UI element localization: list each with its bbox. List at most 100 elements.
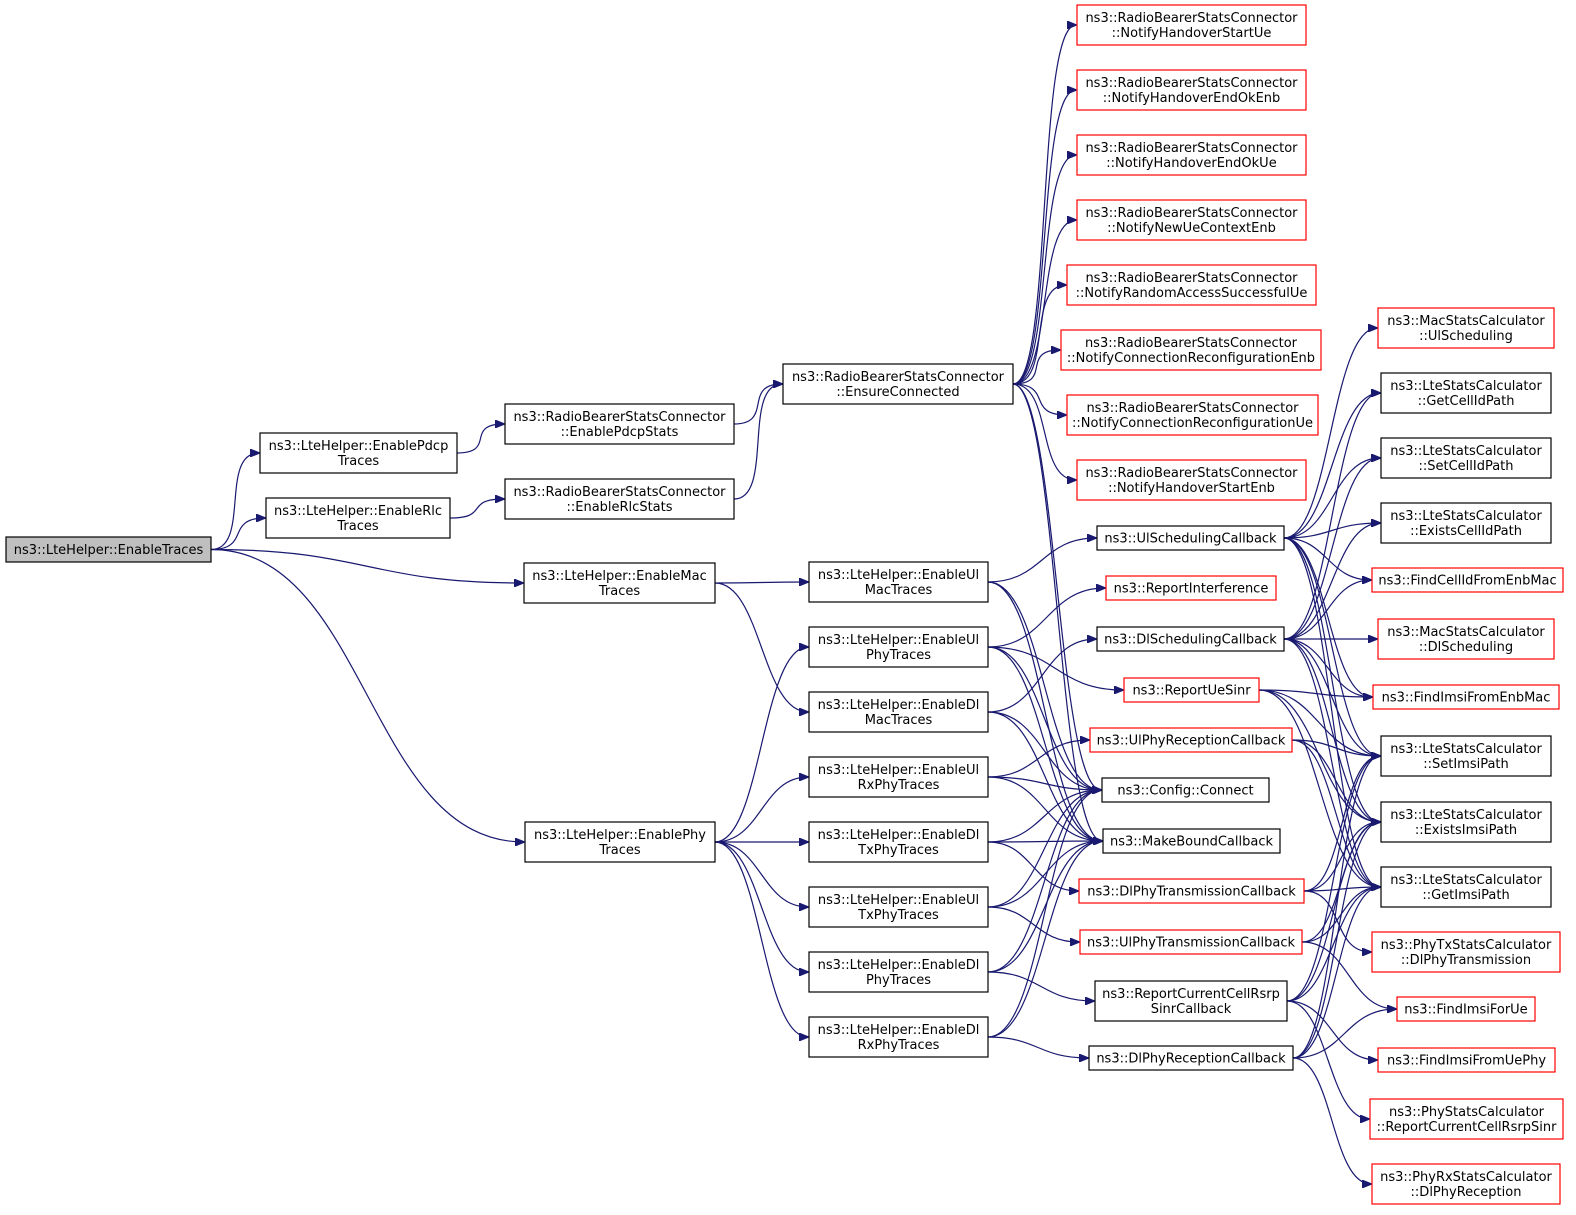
node-box xyxy=(1371,567,1564,593)
edge-ul-tx-to-ul-phy-tx-cb xyxy=(987,906,1079,942)
node-get-imsi[interactable]: ns3::LteStatsCalculator::GetImsiPath xyxy=(1380,866,1552,908)
node-label: Traces xyxy=(337,454,379,469)
edge-ul-tx-to-mbc xyxy=(987,841,1102,908)
node-phy-tx-dl[interactable]: ns3::PhyTxStatsCalculator::DlPhyTransmis… xyxy=(1371,931,1561,973)
edge-dl-tx-to-cfg-conn xyxy=(987,790,1101,843)
node-nheou[interactable]: ns3::RadioBearerStatsConnector::NotifyHa… xyxy=(1076,134,1307,176)
node-label: ns3::RadioBearerStatsConnector xyxy=(792,370,1005,385)
node-ul-phy-tx-cb[interactable]: ns3::UlPhyTransmissionCallback xyxy=(1079,929,1303,955)
edge-dl-phy-to-mbc xyxy=(987,841,1102,973)
node-label: ns3::LteHelper::EnableTraces xyxy=(14,543,204,558)
node-label: ::GetImsiPath xyxy=(1422,888,1509,903)
node-nnuc[interactable]: ns3::RadioBearerStatsConnector::NotifyNe… xyxy=(1076,199,1307,241)
node-rep-int[interactable]: ns3::ReportInterference xyxy=(1105,575,1277,601)
node-box xyxy=(808,691,989,733)
node-label: ns3::LteStatsCalculator xyxy=(1390,509,1542,524)
node-label: ::NotifyHandoverEndOkUe xyxy=(1106,156,1276,171)
node-phy-rx-dl[interactable]: ns3::PhyRxStatsCalculator::DlPhyReceptio… xyxy=(1371,1163,1561,1205)
node-label: ns3::RadioBearerStatsConnector xyxy=(1085,206,1298,221)
edge-phy-tr-to-ul-phy xyxy=(714,647,808,843)
node-set-cell[interactable]: ns3::LteStatsCalculator::SetCellIdPath xyxy=(1380,437,1552,479)
node-ul-phy-rec[interactable]: ns3::UlPhyReceptionCallback xyxy=(1089,727,1293,753)
edge-rep-ue-sinr-to-set-imsi xyxy=(1258,689,1380,756)
node-label: ns3::MacStatsCalculator xyxy=(1387,314,1545,329)
node-root: ns3::LteHelper::EnableTraces xyxy=(5,536,212,563)
edge-phy-tr-to-dl-rx xyxy=(714,841,808,1037)
edge-ul-sched-to-set-imsi xyxy=(1283,537,1380,756)
edge-dl-phy-tx-to-set-imsi xyxy=(1303,756,1380,892)
node-label: ::DlPhyReception xyxy=(1411,1185,1522,1200)
node-ncre[interactable]: ns3::RadioBearerStatsConnector::NotifyCo… xyxy=(1060,329,1322,371)
node-nheoe[interactable]: ns3::RadioBearerStatsConnector::NotifyHa… xyxy=(1076,69,1307,111)
node-ensure[interactable]: ns3::RadioBearerStatsConnector::EnsureCo… xyxy=(782,363,1014,405)
node-label: ns3::LteHelper::EnableDl xyxy=(818,828,980,843)
node-mbc[interactable]: ns3::MakeBoundCallback xyxy=(1102,828,1281,854)
node-get-cell[interactable]: ns3::LteStatsCalculator::GetCellIdPath xyxy=(1380,372,1552,414)
node-box xyxy=(808,626,989,668)
edge-ul-sched-to-mac-ul xyxy=(1283,328,1377,539)
edge-mac-tr-to-ul-mac xyxy=(714,582,808,583)
edge-dl-sched-to-find-imsi-enb xyxy=(1283,638,1372,697)
node-nhse[interactable]: ns3::RadioBearerStatsConnector::NotifyHa… xyxy=(1076,459,1307,501)
node-label: ns3::RadioBearerStatsConnector xyxy=(513,485,726,500)
node-label: ns3::LteHelper::EnableUl xyxy=(818,568,979,583)
edge-ul-phy-rec-to-set-imsi xyxy=(1291,739,1380,756)
node-exists-cell[interactable]: ns3::LteStatsCalculator::ExistsCellIdPat… xyxy=(1380,502,1552,544)
edge-phy-tr-to-dl-phy xyxy=(714,841,808,972)
node-rlc-stats[interactable]: ns3::RadioBearerStatsConnector::EnableRl… xyxy=(504,478,735,520)
node-dl-phy-rec[interactable]: ns3::DlPhyReceptionCallback xyxy=(1088,1045,1294,1071)
node-label: ns3::UlSchedulingCallback xyxy=(1104,532,1277,547)
node-box xyxy=(1369,1098,1564,1140)
edge-dl-phy-rec-to-set-imsi xyxy=(1292,756,1380,1059)
node-label: ::NotifyRandomAccessSuccessfulUe xyxy=(1076,286,1308,301)
node-label: ::EnsureConnected xyxy=(836,385,959,400)
edge-dl-sched-to-find-cell xyxy=(1283,580,1371,640)
node-label: ::SetImsiPath xyxy=(1423,757,1509,772)
node-label: ns3::LteStatsCalculator xyxy=(1390,742,1542,757)
node-find-imsi-ue-phy[interactable]: ns3::FindImsiFromUePhy xyxy=(1377,1047,1556,1073)
node-label: RxPhyTraces xyxy=(858,1038,940,1053)
node-find-imsi-ue[interactable]: ns3::FindImsiForUe xyxy=(1396,996,1536,1022)
node-ncru[interactable]: ns3::RadioBearerStatsConnector::NotifyCo… xyxy=(1066,394,1319,436)
node-dl-sched[interactable]: ns3::DlSchedulingCallback xyxy=(1096,626,1285,652)
node-cfg-conn[interactable]: ns3::Config::Connect xyxy=(1101,777,1270,803)
edge-ul-sched-to-find-imsi-enb xyxy=(1283,537,1372,697)
node-find-cell[interactable]: ns3::FindCellIdFromEnbMac xyxy=(1371,567,1564,593)
node-box xyxy=(1123,677,1260,703)
node-nras[interactable]: ns3::RadioBearerStatsConnector::NotifyRa… xyxy=(1066,264,1317,306)
node-find-imsi-enb[interactable]: ns3::FindImsiFromEnbMac xyxy=(1372,684,1560,710)
node-label: ::NotifyHandoverStartEnb xyxy=(1108,481,1275,496)
node-label: PhyTraces xyxy=(866,973,931,988)
node-nhsu[interactable]: ns3::RadioBearerStatsConnector::NotifyHa… xyxy=(1076,4,1307,46)
node-box xyxy=(808,1016,989,1058)
node-dl-phy-tx[interactable]: ns3::DlPhyTransmissionCallback xyxy=(1078,878,1305,904)
edge-rlc-tr-to-rlc-stats xyxy=(449,499,504,519)
node-box xyxy=(259,432,458,474)
node-ul-sched[interactable]: ns3::UlSchedulingCallback xyxy=(1096,525,1285,551)
node-exists-imsi[interactable]: ns3::LteStatsCalculator::ExistsImsiPath xyxy=(1380,801,1552,843)
edge-ensure-to-nheou xyxy=(1012,155,1076,385)
node-label: ::NotifyHandoverStartUe xyxy=(1112,26,1272,41)
node-pdcp-stats[interactable]: ns3::RadioBearerStatsConnector::EnablePd… xyxy=(504,403,735,445)
node-mac-ul[interactable]: ns3::MacStatsCalculator::UlScheduling xyxy=(1377,307,1555,349)
node-phy-stats-rep[interactable]: ns3::PhyStatsCalculator::ReportCurrentCe… xyxy=(1369,1098,1564,1140)
node-mac-dl[interactable]: ns3::MacStatsCalculator::DlScheduling xyxy=(1377,618,1555,660)
node-set-imsi[interactable]: ns3::LteStatsCalculator::SetImsiPath xyxy=(1380,735,1552,777)
node-box xyxy=(1380,372,1552,414)
node-label: ns3::RadioBearerStatsConnector xyxy=(1085,76,1298,91)
node-rep-ue-sinr[interactable]: ns3::ReportUeSinr xyxy=(1123,677,1260,703)
edge-ul-mac-to-mbc xyxy=(987,581,1102,841)
